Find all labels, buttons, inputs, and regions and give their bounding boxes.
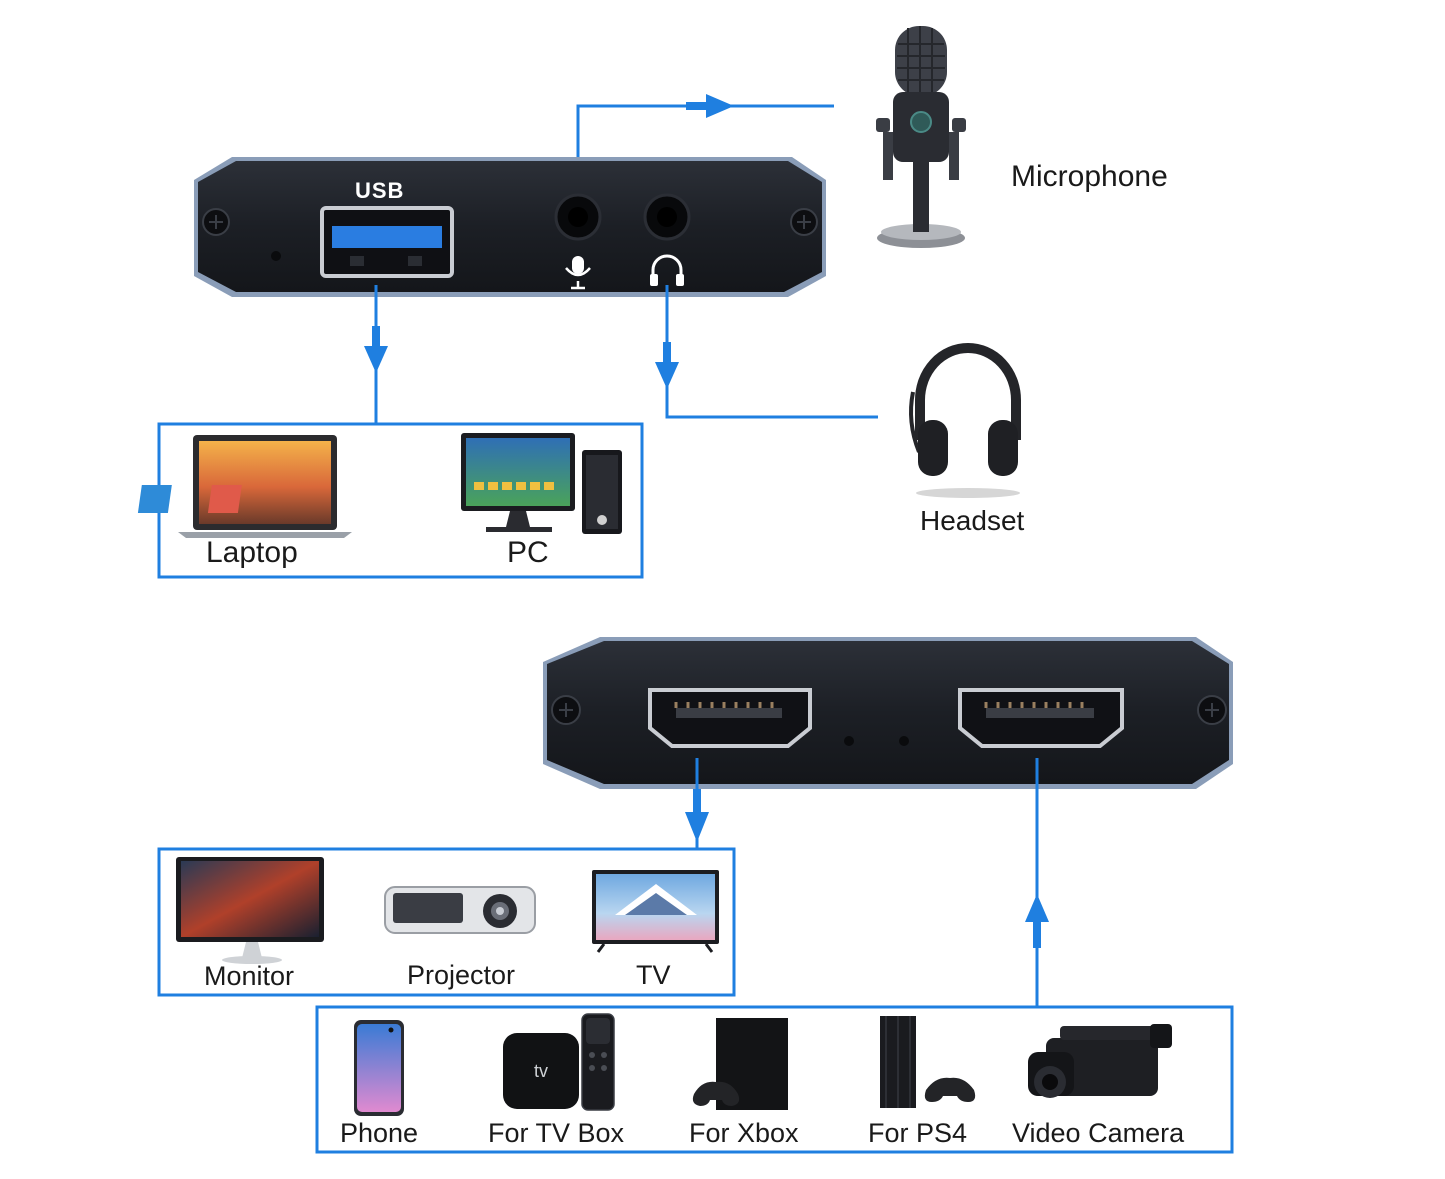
monitor-icon	[176, 857, 324, 964]
xbox-icon	[692, 1018, 788, 1110]
pc-label: PC	[507, 536, 549, 569]
tv-label: TV	[636, 960, 671, 990]
hdmi-out-targets-box	[157, 847, 736, 997]
screw-left	[202, 208, 230, 236]
bottom-capture-device	[543, 637, 1233, 789]
phone-label: Phone	[340, 1118, 419, 1148]
tv-box-label: For TV Box	[488, 1118, 625, 1148]
laptop-label: Laptop	[206, 536, 298, 569]
mic-jack	[554, 193, 602, 290]
apple-tv-logo: tv	[534, 1061, 548, 1081]
tv-box-icon: tv	[503, 1013, 615, 1111]
headset-icon	[909, 343, 1021, 498]
microphone-icon	[876, 26, 966, 248]
ps4-label: For PS4	[868, 1118, 968, 1148]
phone-icon	[354, 1020, 404, 1116]
usb-port	[320, 206, 454, 278]
arrow-to-headset	[655, 342, 679, 389]
projector-label: Projector	[407, 960, 516, 990]
video-camera-icon	[1028, 1024, 1172, 1098]
arrow-from-sources	[1025, 894, 1049, 948]
projector-icon	[384, 886, 536, 934]
usb-port-caption: USB	[355, 178, 405, 203]
mic-connector-line	[576, 104, 834, 157]
tv-icon	[592, 870, 719, 953]
bottom-arrowheads	[685, 789, 1049, 948]
headset-connector-line	[665, 285, 878, 419]
mic-jack-icon	[565, 256, 591, 290]
screw-right	[1197, 695, 1227, 725]
bottom-connectors	[695, 758, 1039, 1006]
ps4-icon	[880, 1016, 976, 1108]
led-indicator-2	[899, 736, 909, 746]
microphone-label: Microphone	[1011, 160, 1168, 193]
desktop-pc-icon	[461, 433, 622, 534]
monitor-label: Monitor	[204, 961, 295, 991]
arrow-to-microphone	[686, 94, 734, 118]
screw-right	[790, 208, 818, 236]
top-arrowheads	[364, 94, 734, 389]
headphone-jack-icon	[650, 254, 684, 286]
headphone-jack	[643, 193, 691, 286]
arrow-to-displays	[685, 789, 709, 842]
screw-left	[551, 695, 581, 725]
led-indicator	[271, 251, 281, 261]
hdmi-out-port	[648, 688, 812, 748]
arrow-to-usb-devices	[364, 326, 388, 373]
top-capture-device	[194, 157, 826, 297]
led-indicator-1	[844, 736, 854, 746]
hdmi-in-port	[958, 688, 1124, 748]
hdmi-in-sources-box	[315, 1005, 1234, 1154]
xbox-label: For Xbox	[689, 1118, 799, 1148]
laptop-icon	[137, 435, 352, 538]
headset-label: Headset	[920, 505, 1025, 536]
video-camera-label: Video Camera	[1012, 1118, 1185, 1148]
